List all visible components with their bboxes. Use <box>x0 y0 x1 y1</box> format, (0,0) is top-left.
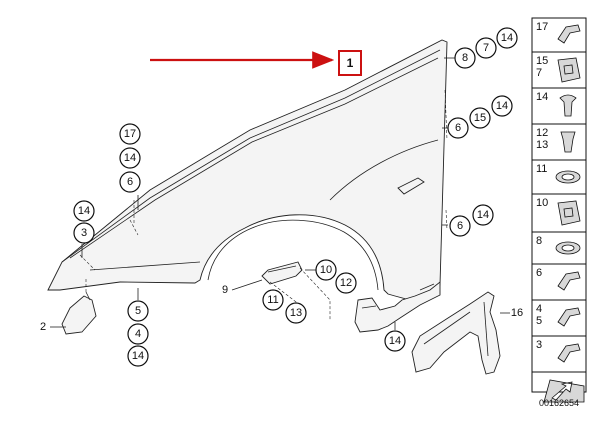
svg-text:6: 6 <box>455 122 461 134</box>
grommet-icon <box>555 241 581 255</box>
svg-text:8: 8 <box>462 52 468 64</box>
sidebar-cell-8[interactable]: 6 <box>532 263 586 291</box>
label-9[interactable]: 9 <box>222 284 228 296</box>
svg-text:14: 14 <box>132 350 144 362</box>
svg-text:6: 6 <box>457 220 463 232</box>
sidebar-cell-1[interactable]: 17 <box>536 21 581 44</box>
side-marker-lamp <box>397 177 425 195</box>
sidebar-cell-label: 11 <box>536 163 547 175</box>
leader-lines <box>50 57 510 330</box>
clip-icon <box>557 307 581 327</box>
clip-icon <box>557 343 581 363</box>
svg-text:14: 14 <box>477 209 489 221</box>
svg-text:14: 14 <box>124 152 136 164</box>
sidebar-cell-7[interactable]: 8 <box>532 231 586 255</box>
callout-4[interactable]: 4 <box>127 323 149 345</box>
callout-6[interactable]: 6 <box>449 215 471 237</box>
callout-13[interactable]: 13 <box>285 302 307 324</box>
rivet-icon <box>559 94 577 117</box>
svg-text:3: 3 <box>81 227 87 239</box>
callout-6[interactable]: 6 <box>119 171 141 193</box>
callout-14[interactable]: 14 <box>73 200 95 222</box>
sidebar-cell-label: 17 <box>536 21 548 33</box>
sidebar-cell-6[interactable]: 10 <box>532 193 586 226</box>
sidebar-cell-9[interactable]: 45 <box>532 299 586 327</box>
clip-icon <box>557 271 581 291</box>
sidebar-cell-label: 10 <box>536 197 548 209</box>
callout-8[interactable]: 8 <box>454 47 476 69</box>
front-lower-bracket <box>61 278 97 335</box>
callout-7[interactable]: 7 <box>475 37 497 59</box>
fender-support-bracket <box>411 291 501 375</box>
svg-text:5: 5 <box>135 305 141 317</box>
sidebar-cell-11[interactable] <box>532 371 586 403</box>
svg-text:6: 6 <box>127 176 133 188</box>
svg-text:4: 4 <box>135 328 141 340</box>
svg-text:13: 13 <box>290 307 302 319</box>
clip-nut-icon <box>557 200 581 226</box>
sidebar-cell-label: 4 <box>536 303 542 315</box>
callout-10[interactable]: 10 <box>315 259 337 281</box>
sidebar-cell-2[interactable]: 157 <box>532 51 586 83</box>
callout-14[interactable]: 14 <box>472 204 494 226</box>
svg-text:14: 14 <box>389 335 401 347</box>
sidebar-cell-5[interactable]: 11 <box>532 159 586 184</box>
sidebar-cell-label: 6 <box>536 267 542 279</box>
svg-text:14: 14 <box>501 32 513 44</box>
callout-15[interactable]: 15 <box>469 107 491 129</box>
svg-text:15: 15 <box>474 112 486 124</box>
sidebar-cell-label: 3 <box>536 339 542 351</box>
clip-icon <box>557 24 581 44</box>
callout-17[interactable]: 17 <box>119 123 141 145</box>
leader-dash-a <box>299 267 331 320</box>
clip-nut-icon <box>557 57 581 83</box>
label-2[interactable]: 2 <box>40 321 46 333</box>
callout-14[interactable]: 14 <box>127 345 149 367</box>
svg-text:14: 14 <box>78 205 90 217</box>
arrow-icon <box>543 379 585 403</box>
grommet-icon <box>555 170 581 184</box>
wheel-arch-liner-strip <box>261 261 303 285</box>
sidebar-cell-10[interactable]: 3 <box>532 335 586 363</box>
svg-text:12: 12 <box>340 277 352 289</box>
callout-12[interactable]: 12 <box>335 272 357 294</box>
svg-text:17: 17 <box>124 128 136 140</box>
callout-11[interactable]: 11 <box>262 289 284 311</box>
callouts: 8 7 14 6 15 14 17 14 6 14 3 6 14 10 12 1… <box>73 27 518 367</box>
callout-14[interactable]: 14 <box>119 147 141 169</box>
callout-5[interactable]: 5 <box>127 300 149 322</box>
sidebar-cell-label: 8 <box>536 235 542 247</box>
sidebar-cell-label: 7 <box>536 67 542 79</box>
sidebar-cell-label: 14 <box>536 91 548 103</box>
sidebar-cell-label: 15 <box>536 55 548 67</box>
label-16[interactable]: 16 <box>511 307 523 319</box>
inner-bracket-rear <box>354 281 441 333</box>
leader-dash-b <box>269 281 301 306</box>
callout-3[interactable]: 3 <box>73 222 95 244</box>
highlight-label: 1 <box>347 56 354 70</box>
callout-6[interactable]: 6 <box>447 117 469 139</box>
svg-text:7: 7 <box>483 42 489 54</box>
callout-14[interactable]: 14 <box>496 27 518 49</box>
front-fender <box>47 39 448 301</box>
sidebar-cell-label: 12 <box>536 127 548 139</box>
highlight-box[interactable] <box>338 50 362 76</box>
sidebar-cell-3[interactable]: 14 <box>532 87 586 117</box>
svg-text:10: 10 <box>320 264 332 276</box>
svg-text:14: 14 <box>496 100 508 112</box>
sidebar-cell-label: 13 <box>536 139 548 151</box>
callout-14[interactable]: 14 <box>384 330 406 352</box>
screw-icon <box>560 131 576 153</box>
callout-14[interactable]: 14 <box>491 95 513 117</box>
diagram-id: 00162654 <box>539 398 579 408</box>
svg-text:11: 11 <box>267 294 278 306</box>
sidebar-cell-label: 5 <box>536 315 542 327</box>
